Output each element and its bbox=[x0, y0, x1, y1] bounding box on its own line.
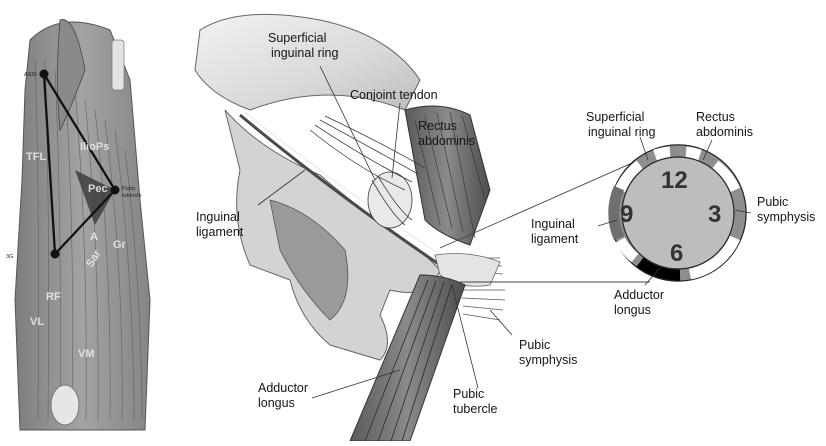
label-line: Inguinal bbox=[531, 217, 575, 231]
label-line: inguinal ring bbox=[271, 46, 338, 60]
label-pubic-symphysis-center: Pubic symphysis bbox=[519, 338, 577, 367]
label-line: longus bbox=[258, 396, 295, 410]
muscle-label-pec: Pec bbox=[88, 183, 108, 195]
label-line: ligament bbox=[196, 225, 244, 239]
adductor-point bbox=[51, 250, 60, 259]
label-line: symphysis bbox=[757, 210, 815, 224]
pubic-tubercle-line: Pubic bbox=[122, 186, 136, 192]
label-line: inguinal ring bbox=[588, 125, 655, 139]
muscle-label-vl: VL bbox=[30, 316, 44, 328]
label-line: Pubic bbox=[453, 387, 484, 401]
label-line: tubercle bbox=[453, 402, 498, 416]
muscle-label-iliops: IlioPs bbox=[80, 141, 109, 153]
muscle-label-gr: Gr bbox=[113, 239, 127, 251]
label-line: ligament bbox=[531, 232, 579, 246]
muscle-label-a: A bbox=[90, 231, 98, 243]
label-line: Pubic bbox=[757, 195, 788, 209]
label-line: Adductor bbox=[614, 288, 664, 302]
asis-label: ASIS bbox=[24, 72, 37, 78]
label-superficial-inguinal-ring: Superficial inguinal ring bbox=[268, 31, 338, 60]
label-conjoint-tendon: Conjoint tendon bbox=[350, 88, 438, 102]
clock-label-adductor-longus: Adductor longus bbox=[614, 288, 668, 317]
label-line: Adductor bbox=[258, 381, 308, 395]
clock-diagram: 12 3 6 9 bbox=[610, 145, 746, 281]
label-inguinal-ligament-center: Inguinal ligament bbox=[196, 210, 244, 239]
clock-number-12: 12 bbox=[661, 167, 688, 194]
clock-label-superficial-inguinal-ring: Superficial inguinal ring bbox=[586, 110, 655, 139]
label-adductor-longus-center: Adductor longus bbox=[258, 381, 312, 410]
muscle-label-vm: VM bbox=[78, 348, 95, 360]
pubic-tubercle-point bbox=[111, 186, 120, 195]
clock-number-9: 9 bbox=[620, 201, 633, 228]
label-line: Pubic bbox=[519, 338, 550, 352]
clock-number-6: 6 bbox=[670, 240, 683, 267]
label-line: Superficial bbox=[268, 31, 326, 45]
clock-label-pubic-symphysis: Pubic symphysis bbox=[757, 195, 815, 224]
label-line: Superficial bbox=[586, 110, 644, 124]
label-line: longus bbox=[614, 303, 651, 317]
clock-label-rectus-abdominis: Rectus abdominis bbox=[696, 110, 753, 139]
clock-number-3: 3 bbox=[708, 201, 721, 228]
label-line: symphysis bbox=[519, 353, 577, 367]
label-line: Rectus bbox=[418, 119, 457, 133]
clock-label-inguinal-ligament: Inguinal ligament bbox=[531, 217, 579, 246]
asis-point bbox=[40, 70, 49, 79]
label-pubic-tubercle-center: Pubic tubercle bbox=[453, 387, 498, 416]
label-line: abdominis bbox=[696, 125, 753, 139]
muscle-label-rf: RF bbox=[46, 291, 61, 303]
label-line: abdominis bbox=[418, 134, 475, 148]
label-line: Inguinal bbox=[196, 210, 240, 224]
side-mark: 3G bbox=[6, 254, 13, 260]
label-line: Rectus bbox=[696, 110, 735, 124]
muscle-label-tfl: TFL bbox=[26, 151, 46, 163]
pubic-tubercle-line: tubercle bbox=[122, 193, 142, 199]
